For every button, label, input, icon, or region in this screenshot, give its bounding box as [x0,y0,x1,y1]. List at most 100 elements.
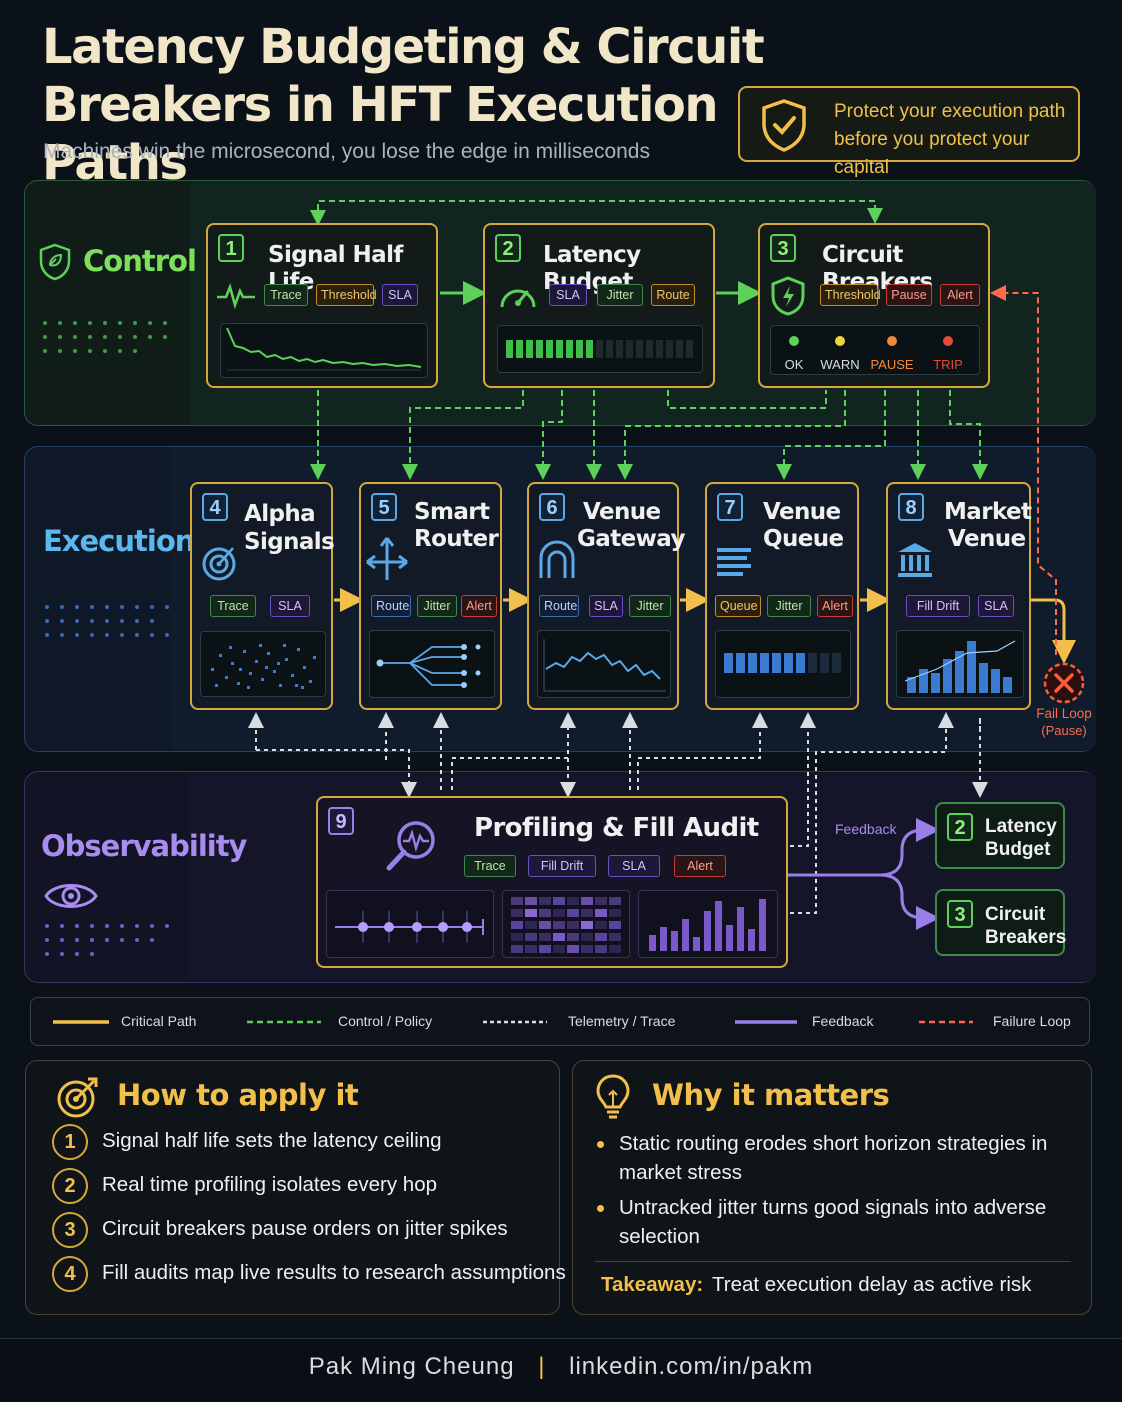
card-latency-budget[interactable]: 2 Latency Budget SLA Jitter Route [483,223,715,388]
tag: Jitter [767,595,811,617]
fail-loop-label: Fail Loop [1036,706,1092,721]
feedback-label: Feedback [835,821,897,837]
card-title-line: Signals [244,529,335,555]
target-arrow-icon [57,1077,98,1118]
gauge-icon [500,289,536,308]
tag: SLA [978,595,1014,617]
feedback-target-latency-budget[interactable]: 2 Latency Budget [935,802,1065,869]
card-title-line: Queue [763,526,844,552]
step-text: Fill audits map live results to research… [102,1261,566,1284]
tag: Alert [674,855,726,877]
footer-separator: | [538,1353,546,1380]
tag: Queue [715,595,761,617]
bullet-text: Static routing erodes short horizon stra… [619,1132,1048,1184]
legend-item: Critical Path [121,1013,197,1029]
queue-segment [736,653,745,673]
feedback-target-circuit-breakers[interactable]: 3 Circuit Breakers [935,889,1066,956]
card-title-line: Venue [948,526,1026,552]
card-signal-half-life[interactable]: 1 Signal Half Life Trace Threshold SLA [206,223,438,388]
card-venue-queue[interactable]: 7 Venue Queue Queue Jitter Alert [705,482,859,710]
card-title-line: Venue [763,499,841,525]
card-circuit-breakers[interactable]: 3 Circuit Breakers Threshold Pause Alert… [758,223,990,388]
signal-scatter-plot [200,631,326,697]
pulse-icon [217,282,255,309]
warn-status-dot [835,336,845,346]
queue-segment [796,653,805,673]
queue-segment [748,653,757,673]
budget-segment [636,340,643,358]
tag: Trace [264,284,308,306]
page-subtitle: Machines win the microsecond, you lose t… [43,140,650,163]
state-label: WARN [820,357,860,372]
card-profiling-fill-audit[interactable]: 9 Profiling & Fill Audit Trace Fill Drif… [316,796,788,968]
card-alpha-signals[interactable]: 4 Alpha Signals Trace SLA [190,482,335,710]
magnifier-pulse-icon [386,821,435,871]
queue-depth-meter [715,630,851,698]
budget-segment [546,340,553,358]
card-number: 2 [495,234,521,262]
tag: SLA [549,284,587,306]
state-label: OK [784,357,804,372]
routing-graph [369,630,495,698]
budget-segment [616,340,623,358]
tag: Trace [464,855,516,877]
tag: Route [371,595,411,617]
card-number: 1 [218,234,244,262]
card-number: 8 [898,493,924,521]
tag: Alert [817,595,853,617]
budget-segment [506,340,513,358]
tag: Threshold [316,284,377,306]
dot-grid-decoration [45,924,169,956]
gateway-latency-chart [537,630,671,698]
ok-status-dot [789,336,799,346]
card-smart-router[interactable]: 5 Smart Router Route Jitter Alert [359,482,502,710]
why-it-matters-panel: Why it matters Static routing erodes sho… [572,1060,1092,1315]
card-title-line: Budget [985,839,1051,860]
page-title: Latency Budgeting & Circuit Breakers in … [42,19,765,191]
audit-histogram [638,890,778,958]
budget-segment [566,340,573,358]
decay-sparkline [220,323,428,378]
queue-segment [808,653,817,673]
bullet-dot [597,1141,604,1148]
route-arrows-icon [366,537,408,580]
tag: SLA [270,595,310,617]
step-number: 1 [52,1124,88,1160]
dot-grid-decoration [43,321,167,353]
budget-segment [646,340,653,358]
budget-segment [576,340,583,358]
bullet-text: Untracked jitter turns good signals into… [619,1196,1047,1248]
fail-loop-x-icon [1043,662,1085,704]
apply-title: How to apply it [117,1078,359,1112]
takeaway-text: Treat execution delay as active risk [712,1273,1032,1296]
tag: Pause [886,284,932,306]
budget-segment [516,340,523,358]
tag: SLA [382,284,418,306]
tag: Trace [210,595,256,617]
why-title: Why it matters [652,1078,890,1112]
linkedin-link[interactable]: linkedin.com/in/pakm [569,1353,814,1380]
shield-bolt-icon [771,276,805,316]
fill-drift-heatmap [502,890,630,958]
budget-segment [686,340,693,358]
card-number: 9 [328,807,354,835]
card-venue-gateway[interactable]: 6 Venue Gateway Route SLA Jitter [527,482,685,710]
tag: Fill Drift [906,595,970,617]
tag: Threshold [820,284,881,306]
budget-segment [586,340,593,358]
budget-segment [536,340,543,358]
section-label-observability: Observability [41,829,247,863]
tag: Alert [461,595,497,617]
queue-segment [760,653,769,673]
connector-lines [248,200,1076,930]
tag: Route [539,595,579,617]
card-title-line: Venue [583,499,661,525]
card-market-venue[interactable]: 8 Market Venue Fill Drift SLA [886,482,1032,710]
queue-segment [784,653,793,673]
state-label: TRIP [933,357,963,372]
legend-item: Feedback [812,1013,874,1029]
budget-segment [526,340,533,358]
tag: Jitter [629,595,671,617]
shield-leaf-icon [39,243,71,281]
